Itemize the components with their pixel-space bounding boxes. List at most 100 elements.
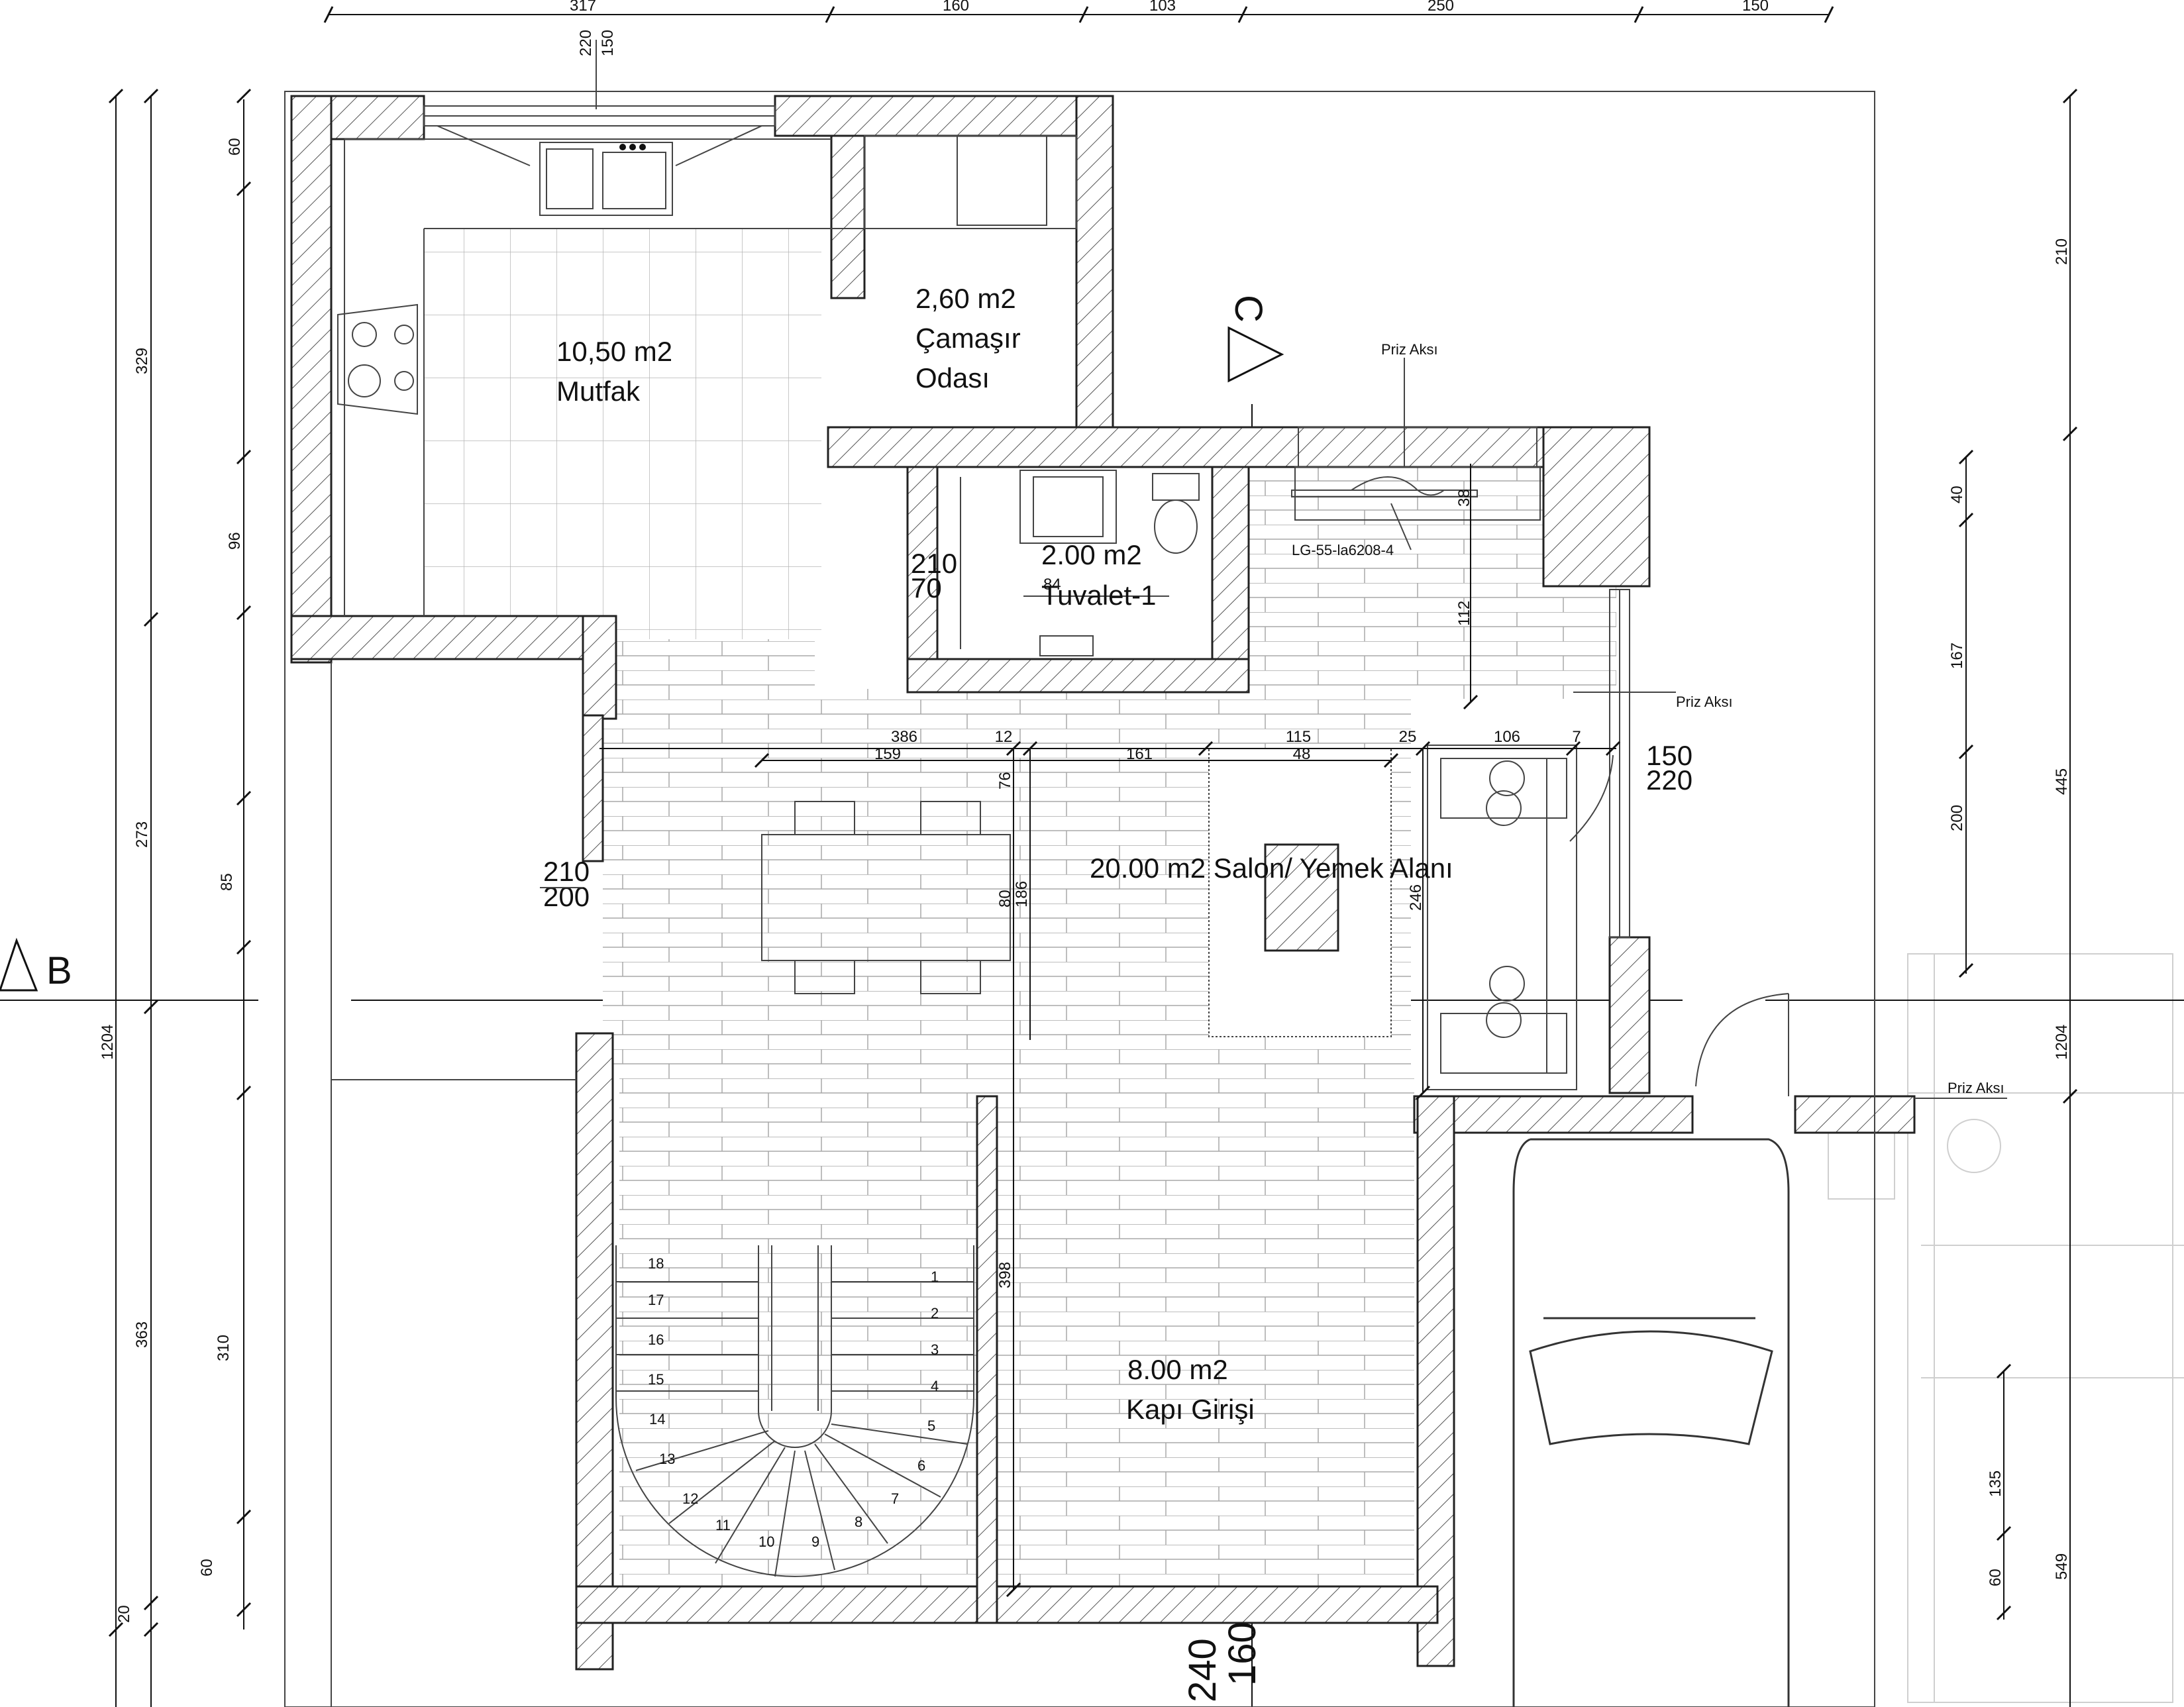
entry-name: Kapı Girişi [1126, 1394, 1255, 1425]
stair-step-13: 13 [659, 1451, 675, 1467]
left-dim-329: 329 [133, 348, 151, 374]
living-rug [1208, 748, 1392, 1037]
kitchen-area: 10,50 m2 [556, 336, 672, 367]
left-dim-1204: 1204 [99, 1025, 117, 1060]
dim-159: 159 [874, 745, 901, 763]
dim-7: 7 [1572, 728, 1581, 746]
stair-step-16: 16 [648, 1331, 664, 1348]
room-labels: 10,50 m2 Mutfak 2,60 m2 Çamaşır Odası 2.… [556, 283, 1453, 1425]
kitchen-hob [337, 303, 418, 415]
stair-step-6: 6 [917, 1457, 925, 1474]
left-dim-20: 20 [115, 1605, 133, 1623]
living-window [1569, 589, 1630, 938]
top-dim-1: 317 [570, 0, 596, 15]
right-dim-60: 60 [1987, 1569, 2004, 1586]
bottom-door-dim-a: 240 [1181, 1638, 1224, 1702]
top-dimension-string: 317 160 103 250 150 150 220 [323, 0, 1834, 109]
left-dim-96: 96 [226, 532, 244, 550]
dim-112: 112 [1455, 601, 1473, 626]
right-window-dim-a: 150 [1646, 740, 1692, 771]
top-dim-4: 250 [1428, 0, 1454, 15]
wc-name: Tuvalet-1 [1041, 580, 1157, 611]
dim-186: 186 [1013, 881, 1031, 907]
right-dim-1204: 1204 [2053, 1025, 2071, 1060]
laundry-name-line1: Çamaşır [915, 323, 1021, 354]
left-dim-85: 85 [218, 873, 236, 891]
stair-step-10: 10 [758, 1533, 774, 1550]
left-dim-60: 60 [226, 138, 244, 156]
left-dim-310: 310 [215, 1335, 233, 1361]
dim-398: 398 [996, 1262, 1014, 1288]
left-dimension-strings: 1204 329 273 363 20 60 96 85 310 60 [99, 88, 252, 1707]
left-dim-363: 363 [133, 1321, 151, 1348]
top-window-dim-b: 220 [577, 30, 595, 56]
laundry-area: 2,60 m2 [915, 283, 1016, 314]
dim-246: 246 [1407, 884, 1425, 911]
spiral-staircase [615, 1245, 974, 1577]
wc-door-dim-b: 70 [911, 572, 942, 603]
stair-step-11: 11 [715, 1517, 731, 1533]
plot-boundary-lines [284, 91, 1875, 1707]
priz-aksi-label-2: Priz Aksı [1676, 694, 1733, 710]
neighbour-ghost-plan [1828, 953, 2184, 1703]
priz-aksi-label-1: Priz Aksı [1381, 341, 1438, 358]
right-dim-549: 549 [2053, 1553, 2071, 1580]
right-dim-210: 210 [2053, 238, 2071, 265]
car-outline [1512, 1138, 1790, 1707]
stair-step-17: 17 [648, 1292, 664, 1308]
stair-step-8: 8 [855, 1514, 862, 1530]
right-dim-200: 200 [1948, 805, 1966, 831]
living-label: 20.00 m2 Salon/ Yemek Alanı [1090, 853, 1453, 884]
stair-step-12: 12 [682, 1490, 698, 1507]
front-door-swing [1695, 993, 1789, 1096]
stair-step-3: 3 [931, 1341, 939, 1358]
dim-80: 80 [996, 890, 1014, 907]
left-door-dim-b: 200 [543, 881, 590, 912]
dim-115: 115 [1286, 728, 1311, 746]
top-dim-5: 150 [1742, 0, 1769, 15]
living-dimension-lines: 386 12 159 161 115 48 25 106 7 76 80 186… [599, 464, 1621, 1598]
left-dim-273: 273 [133, 821, 151, 848]
dim-161: 161 [1126, 745, 1153, 763]
wc-width-dim: 84 [1043, 576, 1061, 594]
dim-48: 48 [1293, 745, 1311, 763]
wc-fixtures [960, 470, 1200, 656]
section-c-label: C [1227, 295, 1270, 323]
dim-25: 25 [1399, 728, 1417, 746]
stair-step-9: 9 [811, 1533, 819, 1550]
section-b-label: B [46, 949, 72, 992]
dim-106: 106 [1494, 728, 1520, 746]
dim-12: 12 [995, 728, 1013, 746]
living-sofa [1427, 745, 1577, 1090]
stair-step-4: 4 [931, 1378, 939, 1394]
tv-model-label: LG-55-la6208-4 [1292, 542, 1394, 558]
right-dim-445: 445 [2053, 768, 2071, 795]
stair-step-7: 7 [891, 1490, 899, 1507]
left-dim-60b: 60 [198, 1559, 216, 1577]
stair-step-2: 2 [931, 1305, 939, 1321]
right-dimension-strings: 210 445 1204 549 40 167 200 135 60 [1948, 88, 2078, 1707]
entry-area: 8.00 m2 [1127, 1354, 1228, 1385]
priz-aksi-label-3: Priz Aksı [1948, 1080, 2004, 1096]
top-window-dim-a: 150 [599, 30, 617, 56]
right-dim-40: 40 [1948, 486, 1966, 503]
stair-step-5: 5 [927, 1418, 935, 1434]
top-dim-3: 103 [1149, 0, 1176, 15]
dim-386: 386 [891, 728, 917, 746]
stair-step-numbers: 1 2 3 4 5 6 7 8 9 10 11 12 13 14 15 16 1… [648, 1255, 939, 1550]
laundry-name-line2: Odası [915, 362, 990, 393]
right-dim-167: 167 [1948, 643, 1966, 669]
stair-step-1: 1 [931, 1268, 939, 1285]
kitchen-sink [539, 142, 673, 216]
stair-step-18: 18 [648, 1255, 664, 1272]
top-dim-2: 160 [943, 0, 969, 15]
wc-door-dim-a: 210 [911, 548, 957, 579]
left-door-dim-a: 210 [543, 856, 590, 887]
wc-area: 2.00 m2 [1041, 539, 1142, 570]
dim-76: 76 [996, 772, 1014, 790]
washing-machine [864, 135, 1077, 229]
dining-table [761, 801, 1011, 994]
stair-step-15: 15 [648, 1371, 664, 1388]
bottom-door-dim-b: 160 [1221, 1622, 1264, 1686]
